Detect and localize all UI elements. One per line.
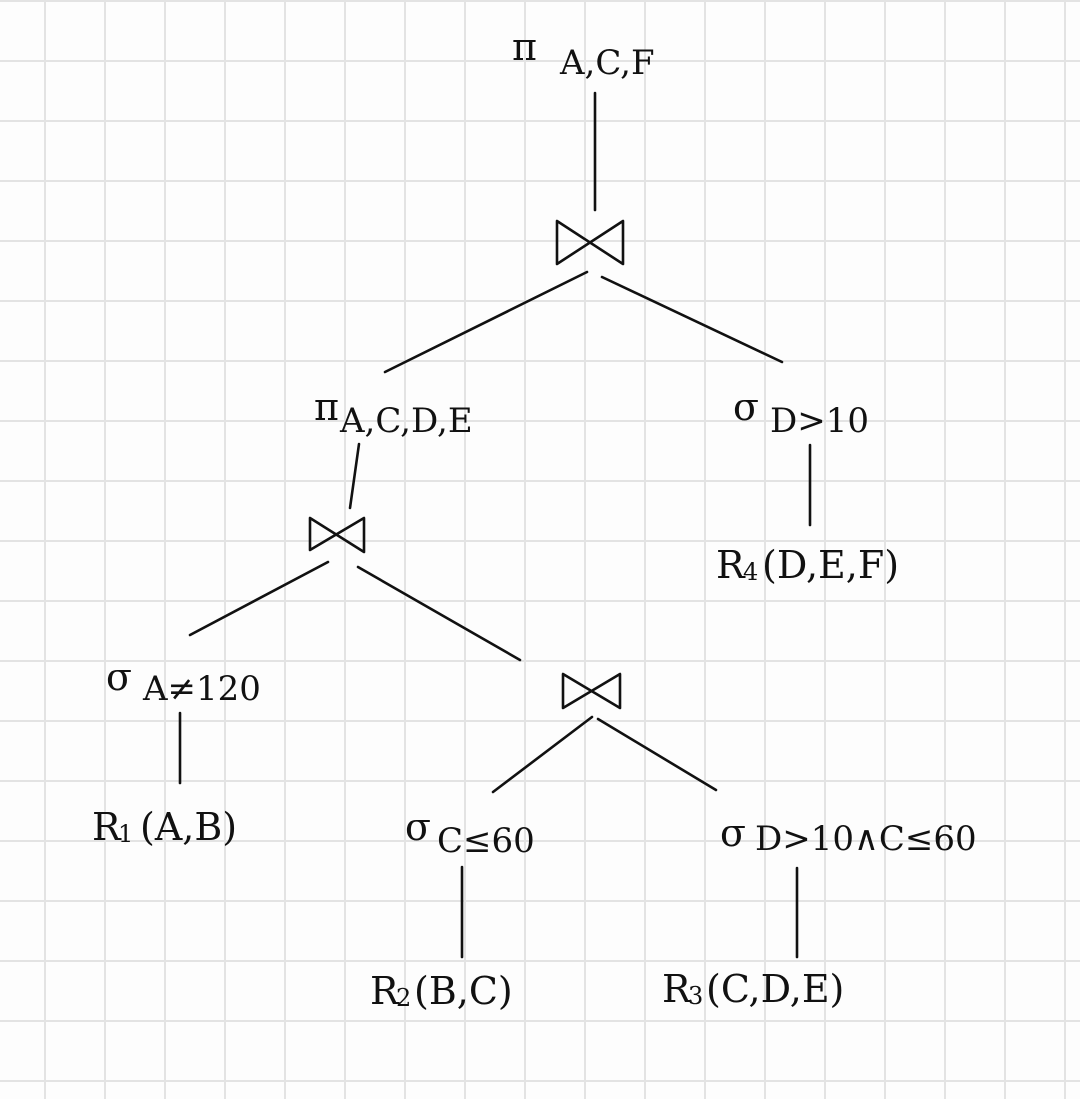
relation-r3-node: R 3 (C,D,E) bbox=[662, 967, 844, 1011]
root-projection-node: π A,C,F bbox=[512, 25, 655, 83]
relation-index: 3 bbox=[688, 982, 703, 1010]
relation-schema: (C,D,E) bbox=[706, 967, 844, 1011]
natural-join-icon-middle bbox=[308, 516, 366, 554]
natural-join-icon-top bbox=[555, 219, 625, 266]
selection-symbol: σ bbox=[106, 655, 132, 699]
relation-schema: (D,E,F) bbox=[762, 543, 899, 587]
selection-condition: D>10 bbox=[770, 401, 869, 441]
selection-dc-node: σ D>10∧C≤60 bbox=[720, 811, 977, 859]
relation-index: 2 bbox=[396, 984, 411, 1012]
relation-index: 1 bbox=[118, 820, 133, 848]
projection-attributes: A,C,F bbox=[559, 43, 655, 83]
edge-bottom-join-to-select-c bbox=[491, 715, 594, 794]
edge-left-projection-to-middle-join bbox=[348, 442, 361, 510]
relation-r4-node: R 4 (D,E,F) bbox=[716, 543, 899, 587]
selection-symbol: σ bbox=[733, 385, 759, 429]
projection-symbol: π bbox=[512, 25, 537, 69]
selection-symbol: σ bbox=[405, 805, 431, 849]
selection-a-node: σ A≠120 bbox=[106, 655, 261, 709]
relation-schema: (B,C) bbox=[414, 969, 513, 1013]
selection-d-node: σ D>10 bbox=[733, 385, 869, 441]
projection-symbol: π bbox=[314, 385, 339, 429]
relation-name: R bbox=[662, 967, 692, 1011]
selection-condition: D>10∧C≤60 bbox=[755, 819, 977, 859]
selection-condition: A≠120 bbox=[142, 669, 261, 709]
natural-join-icon-bottom bbox=[561, 672, 622, 710]
edge-top-join-to-left-projection bbox=[383, 270, 589, 374]
edge-middle-join-to-select-a bbox=[188, 560, 330, 637]
left-projection-node: π A,C,D,E bbox=[314, 385, 473, 441]
edge-top-join-to-select-d bbox=[600, 275, 784, 364]
relation-name: R bbox=[92, 805, 122, 849]
selection-c-node: σ C≤60 bbox=[405, 805, 535, 861]
relation-name: R bbox=[370, 969, 400, 1013]
projection-attributes: A,C,D,E bbox=[339, 401, 473, 441]
relation-name: R bbox=[716, 543, 746, 587]
relation-schema: (A,B) bbox=[140, 805, 237, 849]
edge-middle-join-to-bottom-join bbox=[356, 565, 522, 662]
selection-symbol: σ bbox=[720, 811, 746, 855]
selection-condition: C≤60 bbox=[437, 821, 535, 861]
edge-bottom-join-to-select-dc bbox=[596, 717, 718, 792]
relation-index: 4 bbox=[743, 558, 758, 586]
relation-r1-node: R 1 (A,B) bbox=[92, 805, 237, 849]
relation-r2-node: R 2 (B,C) bbox=[370, 969, 513, 1013]
